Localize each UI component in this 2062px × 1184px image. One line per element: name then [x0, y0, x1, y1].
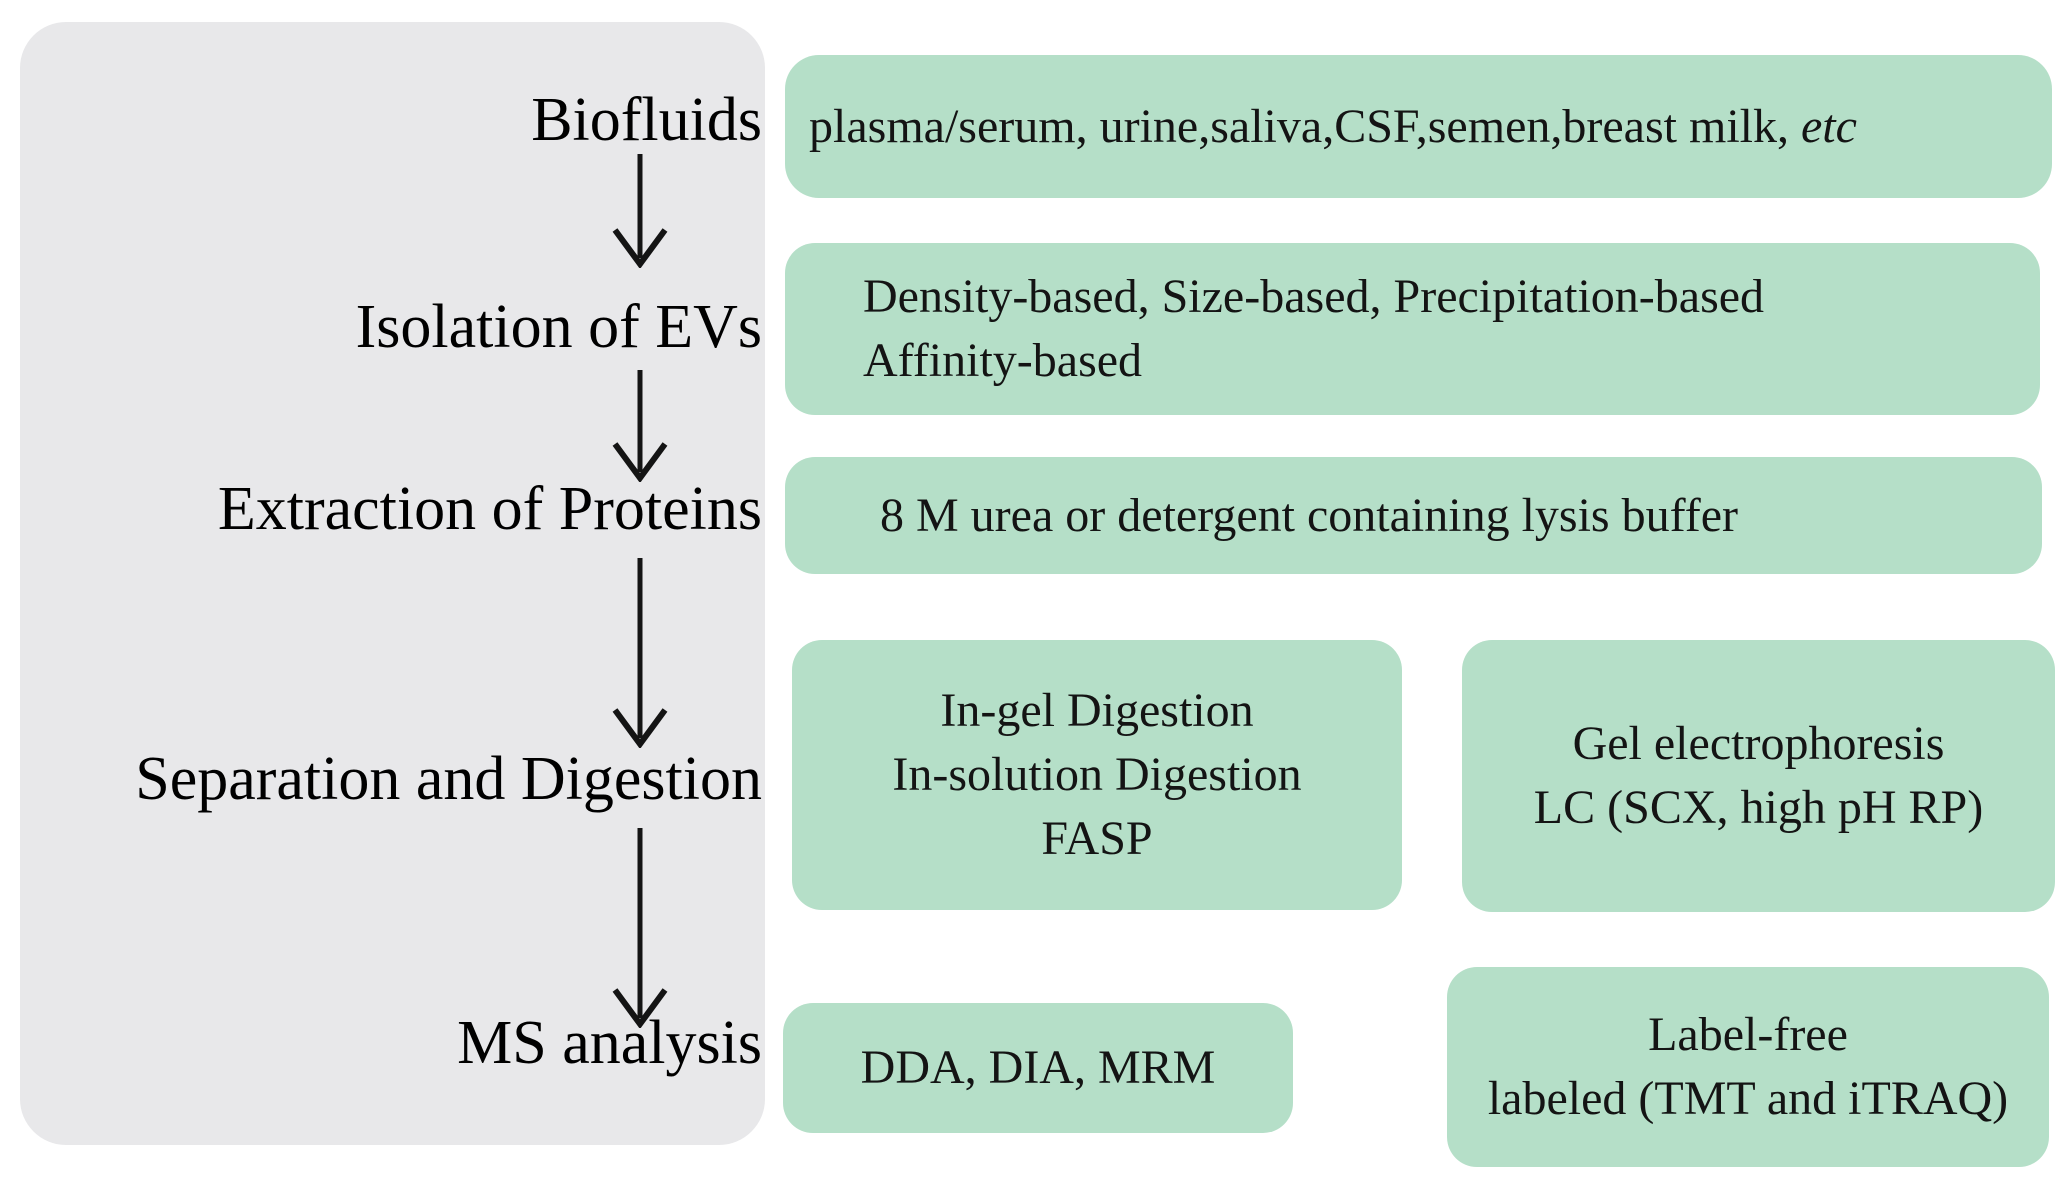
separation-methods-box: Gel electrophoresis LC (SCX, high pH RP): [1462, 640, 2055, 912]
step-label-separation-and-digestion: Separation and Digestion: [135, 745, 762, 813]
biofluids-etc: etc: [1801, 99, 1857, 153]
biofluids-detail-text: plasma/serum, urine,saliva,CSF,semen,bre…: [809, 95, 2052, 159]
step-label-biofluids: Biofluids: [531, 86, 762, 154]
arrow-down-icon: [608, 826, 672, 1028]
step-label-ms-analysis: MS analysis: [457, 1009, 762, 1077]
digestion-methods-box: In-gel Digestion In-solution Digestion F…: [792, 640, 1402, 910]
digestion-method-2: In-solution Digestion: [892, 748, 1302, 801]
digestion-method-3: FASP: [1041, 812, 1153, 865]
isolation-detail-box: Density-based, Size-based, Precipitation…: [785, 243, 2040, 415]
ms-acquisition-modes: DDA, DIA, MRM: [860, 1041, 1216, 1094]
step-label-isolation-of-evs: Isolation of EVs: [355, 293, 762, 361]
separation-method-1: Gel electrophoresis: [1572, 717, 1945, 770]
extraction-buffer-text: 8 M urea or detergent containing lysis b…: [880, 488, 1738, 542]
step-label-extraction-of-proteins: Extraction of Proteins: [217, 475, 762, 543]
biofluids-list: plasma/serum, urine,saliva,CSF,semen,bre…: [809, 99, 1801, 153]
extraction-detail-box: 8 M urea or detergent containing lysis b…: [785, 457, 2042, 574]
isolation-methods-line-1: Density-based, Size-based, Precipitation…: [863, 270, 1765, 323]
biofluids-detail-box: plasma/serum, urine,saliva,CSF,semen,bre…: [785, 55, 2052, 198]
arrow-down-icon: [608, 556, 672, 748]
arrow-down-icon: [608, 152, 672, 268]
separation-method-2: LC (SCX, high pH RP): [1533, 781, 1984, 834]
quantification-line-2: labeled (TMT and iTRAQ): [1487, 1072, 2009, 1125]
digestion-method-1: In-gel Digestion: [940, 684, 1254, 737]
ms-acquisition-box: DDA, DIA, MRM: [783, 1003, 1293, 1133]
quantification-line-1: Label-free: [1648, 1008, 1848, 1061]
quantification-box: Label-free labeled (TMT and iTRAQ): [1447, 967, 2049, 1167]
isolation-methods-line-2: Affinity-based: [863, 334, 1143, 387]
arrow-down-icon: [608, 368, 672, 482]
